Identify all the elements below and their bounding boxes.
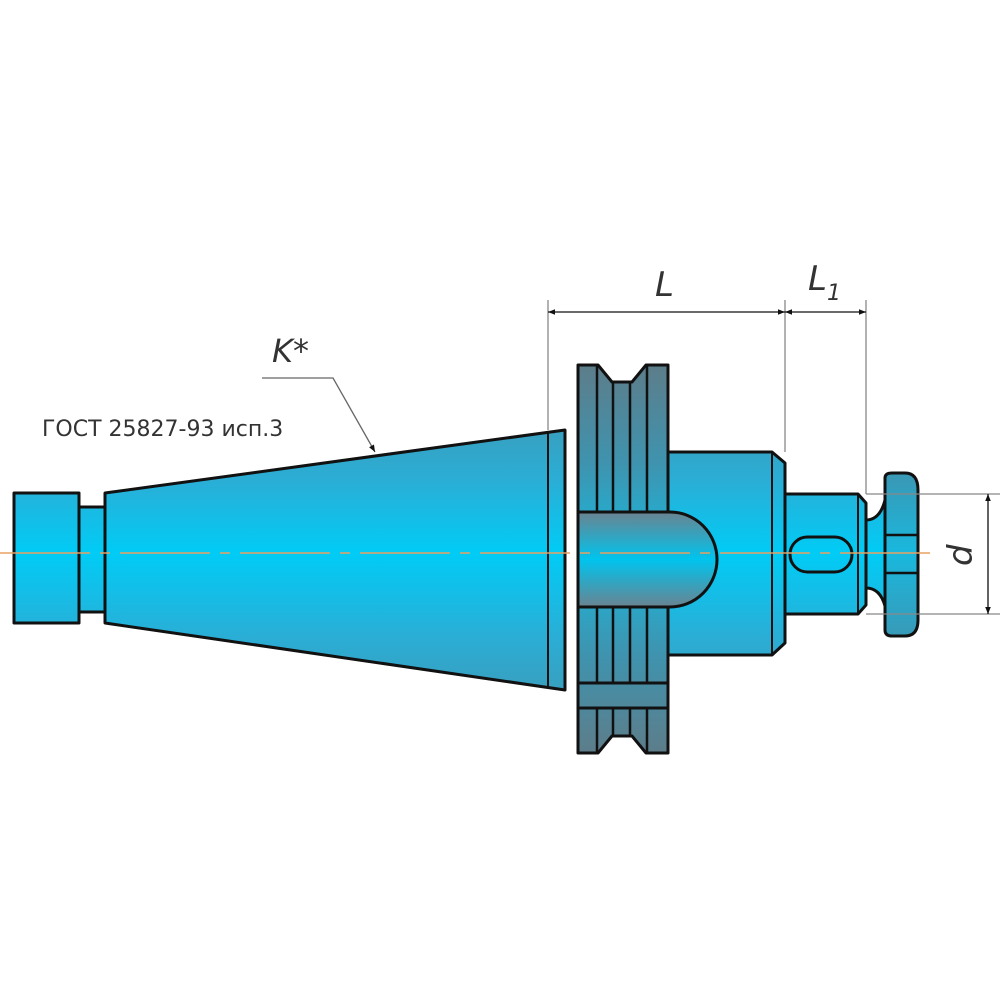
- drive-end-cylinder: [12, 491, 81, 625]
- standard-label: ГОСТ 25827-93 исп.3: [42, 417, 283, 442]
- neck: [77, 505, 107, 614]
- pull-stud-head: [883, 471, 920, 638]
- taper-cone: [103, 428, 567, 692]
- keyway-slot: [788, 535, 854, 574]
- flange-band: [576, 681, 670, 710]
- dimension-lines: [262, 300, 1000, 615]
- dimension-L1-label: L1: [808, 259, 841, 306]
- dimension-L-label: L: [655, 265, 674, 305]
- dimension-d-label: d: [941, 544, 981, 566]
- drive-key-slot: [576, 510, 719, 609]
- taper-label: K*: [272, 332, 309, 370]
